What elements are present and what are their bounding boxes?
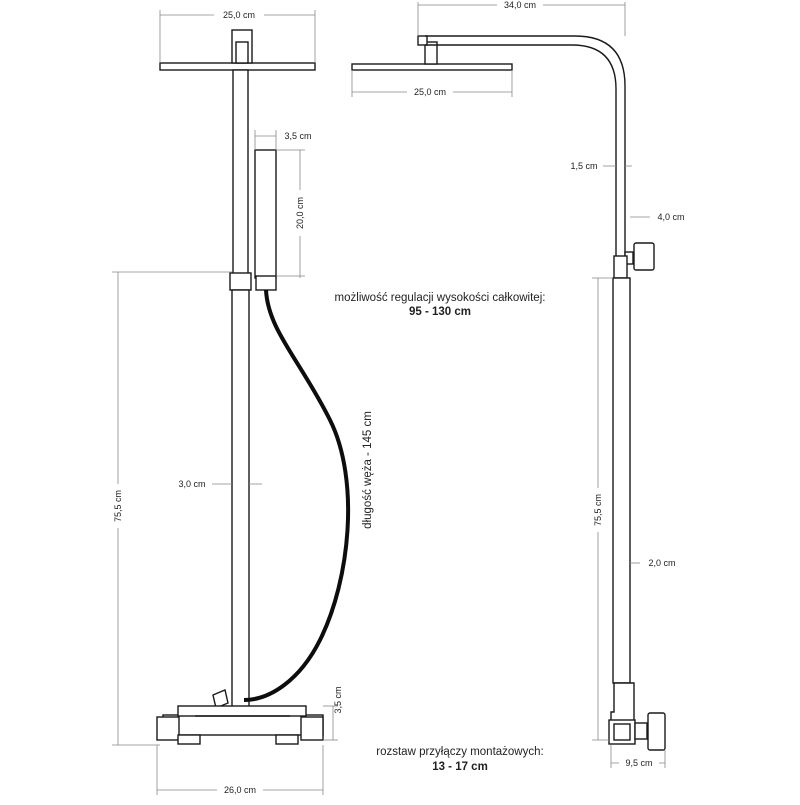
front-mixer-top [177, 705, 307, 717]
notes: możliwość regulacji wysokości całkowitej… [335, 292, 546, 773]
dimension-lines [112, 2, 666, 795]
side-mixer-knob [647, 712, 666, 751]
front-hand-shower [254, 149, 277, 279]
front-mixer-left-handle [156, 716, 180, 741]
front-mixer-left-outlet [177, 734, 201, 745]
front-hose-length-label: długość węża - 145 cm [362, 411, 374, 529]
connection-spacing-label: rozstaw przyłączy montażowych: [376, 746, 543, 758]
height-adjust-label: możliwość regulacji wysokości całkowitej… [335, 292, 546, 304]
side-mixer-knob-stem [634, 722, 648, 740]
front-handshower-width-label: 3,5 cm [284, 131, 311, 141]
side-head-width-label: 25,0 cm [414, 87, 446, 97]
front-mixer-right-handle [300, 716, 324, 741]
front-upper-pipe [232, 69, 249, 277]
front-head-connector-inner [235, 41, 249, 64]
side-lower-pipe [612, 277, 631, 684]
side-column-height-label: 75,5 cm [593, 494, 603, 526]
side-upper-pipe-label: 1,5 cm [570, 161, 597, 171]
side-knob-size-label: 4,0 cm [657, 212, 684, 222]
side-head-connector [424, 41, 438, 65]
front-lower-pipe [231, 289, 250, 709]
front-view [156, 29, 324, 745]
front-handshower-length-label: 20,0 cm [295, 197, 305, 229]
front-diverter-knob [212, 689, 229, 709]
front-mixer-body [162, 714, 324, 736]
front-mixer-right-outlet [275, 734, 299, 745]
side-lower-pipe-label: 2,0 cm [648, 558, 675, 568]
dimension-labels: 25,0 cm 3,5 cm 20,0 cm 75,5 cm 3,0 cm dł… [112, 0, 685, 796]
front-pipe-diameter-label: 3,0 cm [178, 479, 205, 489]
front-hose [243, 289, 351, 702]
side-head-plate [351, 63, 513, 71]
side-arm-outer [425, 35, 626, 258]
front-column-height-label: 75,5 cm [113, 490, 123, 522]
connection-spacing-value: 13 - 17 cm [432, 761, 488, 773]
side-arm-reach-label: 34,0 cm [504, 0, 536, 10]
side-coupling [613, 255, 628, 279]
front-coupling [229, 272, 252, 291]
front-head-width-label: 25,0 cm [223, 10, 255, 20]
front-head-plate [159, 62, 316, 71]
front-mixer-width-label: 26,0 cm [224, 785, 256, 795]
front-hand-shower-holder [255, 275, 277, 291]
side-view [351, 35, 666, 751]
height-adjust-value: 95 - 130 cm [409, 306, 471, 318]
side-base-depth-label: 9,5 cm [625, 758, 652, 768]
side-knob [633, 242, 655, 271]
side-arm-end-cap [417, 35, 428, 46]
front-mixer-height-label: 3,5 cm [333, 686, 343, 713]
side-arm-inner [425, 44, 617, 258]
side-base-inner [613, 723, 631, 741]
